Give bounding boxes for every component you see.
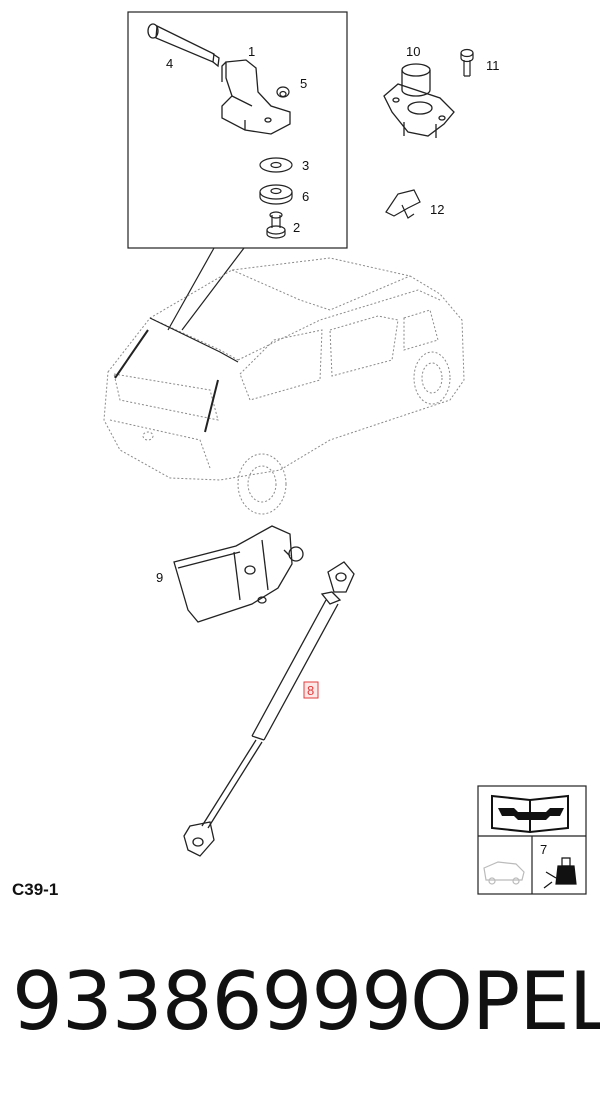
clip-ring-part [276, 86, 290, 98]
callout-3: 3 [302, 158, 309, 173]
callout-2: 2 [293, 220, 300, 235]
strut-bracket-part [173, 525, 304, 623]
callout-8-highlight [303, 681, 319, 699]
callout-8: 8 [307, 683, 314, 698]
detail-inset [127, 11, 348, 331]
spray-can-icon [543, 857, 577, 889]
callout-1: 1 [248, 44, 255, 59]
callouts: 1 2 3 4 5 6 8 9 10 11 12 [156, 44, 500, 699]
hinge-pin-part [147, 23, 220, 68]
installed-struts [114, 317, 239, 433]
callout-4: 4 [166, 56, 173, 71]
callout-11: 11 [486, 58, 500, 73]
clip-part [385, 189, 421, 219]
car-body [103, 257, 465, 515]
brand-name: OPEL [410, 955, 600, 1048]
callout-9: 9 [156, 570, 163, 585]
legend-box: 7 [477, 785, 587, 895]
callout-10: 10 [406, 44, 420, 59]
screw-part [460, 48, 474, 77]
thick-washer-part [259, 184, 293, 205]
callout-12: 12 [430, 202, 444, 217]
wrench-icon [498, 808, 564, 820]
gas-strut-part [183, 561, 355, 857]
callout-5: 5 [300, 76, 307, 91]
callout-7: 7 [540, 842, 547, 857]
strut-mount-part [383, 63, 455, 138]
callout-6: 6 [302, 189, 309, 204]
hinge-bracket-part [221, 59, 291, 135]
washer-part [259, 157, 293, 173]
diagram-code: C39-1 [12, 880, 59, 899]
bolt-part [266, 211, 286, 239]
car-tool-icon [483, 861, 525, 885]
part-number: 93386999 [12, 955, 412, 1048]
